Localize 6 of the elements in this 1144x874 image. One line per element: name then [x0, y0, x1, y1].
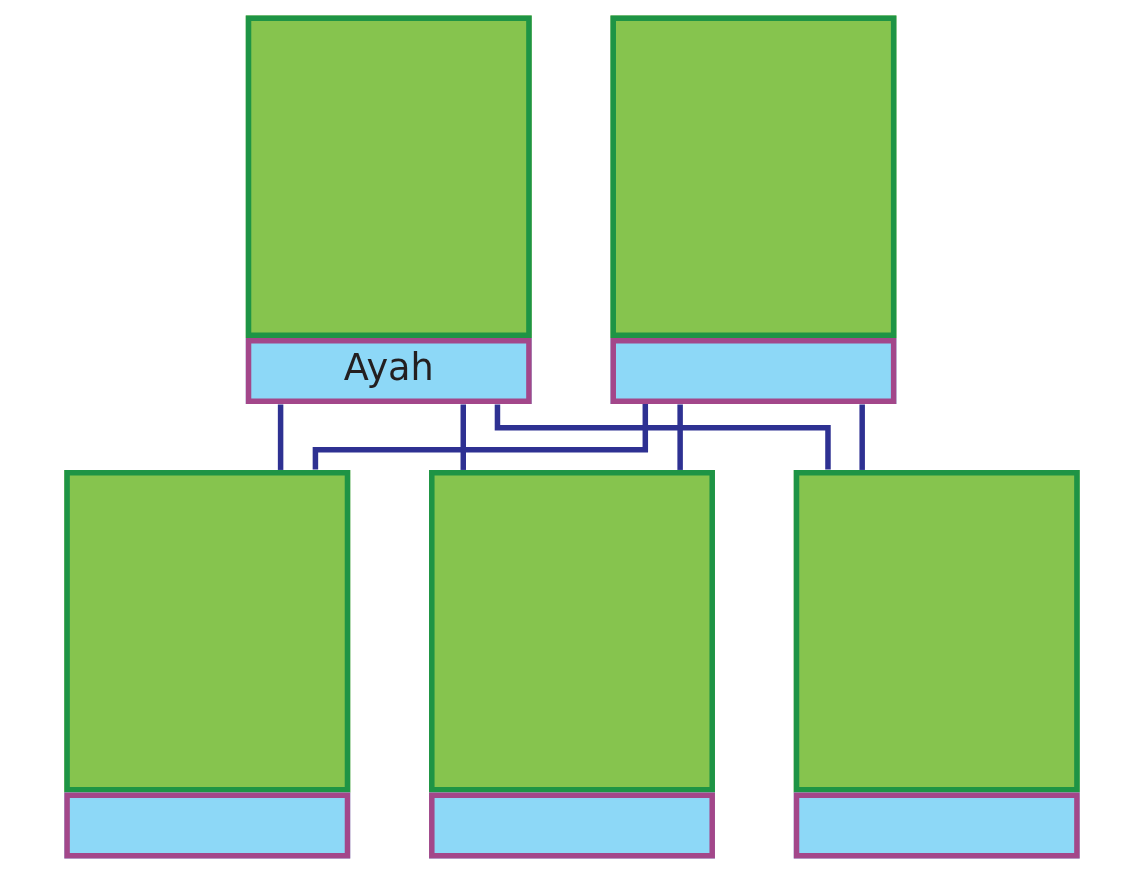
connector	[859, 404, 865, 470]
connector	[277, 404, 284, 470]
connector	[677, 404, 683, 470]
connector	[494, 404, 831, 470]
connector	[312, 404, 649, 470]
connector	[460, 404, 466, 470]
